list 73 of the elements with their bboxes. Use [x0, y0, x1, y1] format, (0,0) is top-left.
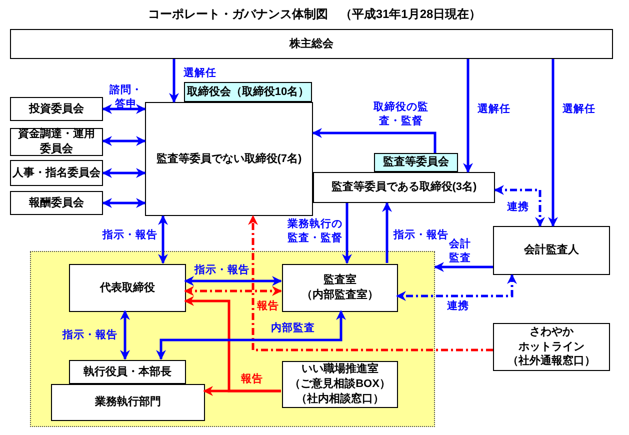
process-box [10, 29, 613, 59]
process-box [10, 97, 103, 121]
heading-tab [374, 153, 458, 172]
box-text: 取締役会（取締役10名） [186, 84, 310, 100]
box-text: 投資委員会 [29, 102, 84, 116]
box-text: いい職場推進室 [302, 362, 378, 378]
box-text: 株主総会 [290, 36, 334, 52]
edge-label: 選解任 [182, 67, 218, 81]
arrow [494, 185, 545, 227]
arrow [434, 262, 493, 272]
edge-label: 報告 [257, 300, 279, 314]
highlight-area [30, 251, 435, 427]
process-box [10, 128, 103, 156]
arrow [156, 310, 346, 360]
process-box [69, 264, 186, 312]
arrow [312, 128, 436, 153]
box-text: 代表取締役 [100, 280, 155, 296]
box-text: 監査室 [324, 273, 356, 288]
box-text: 監査等委員会 [383, 155, 449, 170]
process-box [313, 172, 495, 203]
edge-label: 連携 [446, 300, 470, 314]
box-text: （社外通報窓口） [508, 354, 596, 370]
edge-label: 会計監査 [448, 238, 472, 266]
arrow [102, 168, 146, 178]
diagram-title: コーポレート・ガバナンス体制図 （平成31年1月28日現在） [148, 7, 482, 21]
edge-label: 指示・報告 [193, 264, 250, 278]
arrow [248, 215, 493, 352]
process-box [493, 226, 610, 275]
arrow [102, 136, 146, 146]
box-text: 監査等委員である取締役(3名) [331, 180, 477, 195]
edge-label: 諮問・答申 [109, 84, 143, 112]
box-text: 報酬委員会 [29, 196, 84, 210]
arrow [548, 59, 558, 227]
process-box [51, 384, 205, 421]
arrow [102, 198, 146, 208]
box-text: 人事・指名委員会 [12, 166, 100, 180]
edge-label: 内部監査 [270, 322, 316, 336]
heading-tab [69, 360, 186, 384]
box-text: （社内相談窓口） [296, 392, 384, 407]
box-text: 業務執行部門 [95, 395, 161, 410]
edge-label: 選解任 [562, 103, 596, 117]
arrow [102, 104, 146, 114]
process-box [10, 191, 103, 215]
edge-label: 指示・報告 [101, 229, 158, 243]
box-text: （内部監査室） [302, 288, 378, 303]
arrow [342, 203, 352, 264]
process-box [493, 323, 610, 371]
arrow [396, 274, 517, 301]
box-text: さわやか [530, 324, 574, 340]
edge-label: 連携 [506, 201, 530, 215]
arrow [184, 286, 282, 296]
edge-label: 指示・報告 [393, 229, 449, 243]
box-text: （ご意見相談BOX） [290, 377, 390, 392]
arrow [463, 59, 473, 173]
process-box [145, 102, 313, 216]
arrow [120, 310, 130, 360]
box-text: 監査等委員でない取締役(7名) [156, 152, 302, 166]
edge-label: 取締役の監査・監督 [372, 101, 430, 128]
box-text: 会計監査人 [524, 243, 579, 258]
box-text: ホットライン [518, 340, 584, 354]
edge-label: 報告 [240, 373, 264, 387]
process-box [10, 160, 103, 186]
arrow [184, 276, 282, 286]
edge-label: 業務執行の監査・監督 [286, 218, 344, 246]
edge-label: 選解任 [476, 103, 512, 117]
edge-label: 指示・報告 [61, 329, 118, 343]
process-box [282, 264, 398, 312]
box-text: 執行役員・本部長 [84, 364, 172, 380]
process-box [282, 361, 398, 408]
arrow [169, 59, 179, 103]
arrow [158, 215, 168, 264]
arrow [203, 386, 281, 396]
arrow [382, 202, 392, 263]
